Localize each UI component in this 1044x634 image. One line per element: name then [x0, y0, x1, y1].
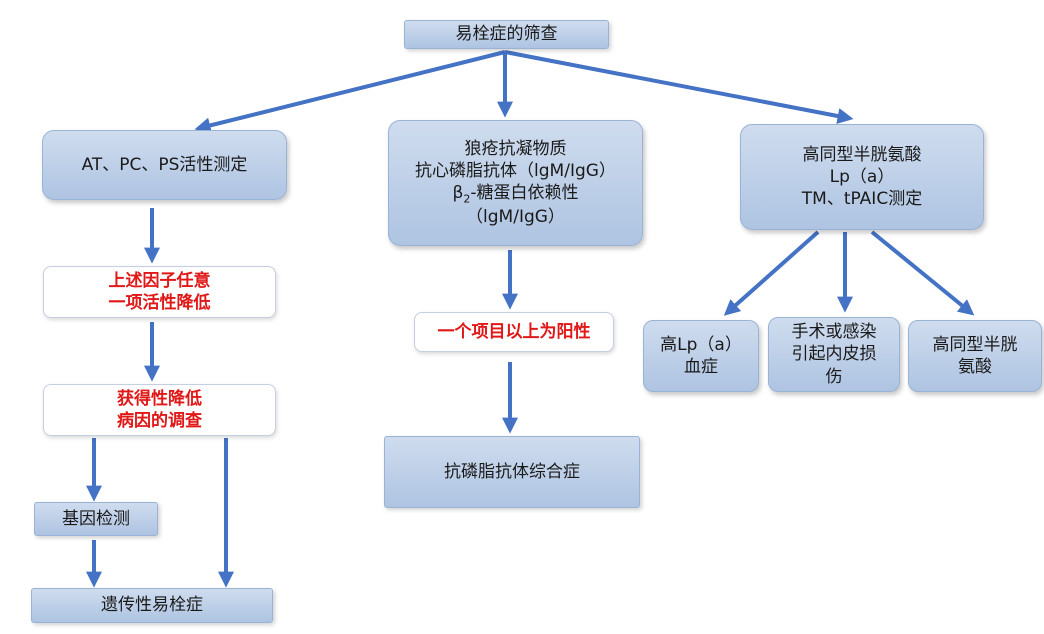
- middle-branch-line2: 抗心磷脂抗体（lgM/IgG）: [415, 160, 616, 181]
- right-branch-line2: Lp（a）: [829, 166, 895, 187]
- middle-result-box: 抗磷脂抗体综合症: [384, 436, 640, 508]
- middle-branch-line4: （lgM/IgG）: [466, 207, 565, 228]
- right-result-2-line1: 手术或感染: [791, 322, 877, 343]
- left-followup-line1: 获得性降低: [117, 388, 202, 409]
- gene-test-label: 基因检测: [62, 508, 130, 529]
- arrow-title-to-right: [504, 50, 854, 124]
- middle-branch-line3-suffix: -糖蛋白依赖性: [470, 182, 579, 203]
- middle-condition-label: 一个项目以上为阳性: [437, 321, 591, 342]
- gene-test-box: 基因检测: [34, 502, 158, 536]
- right-result-3-line1: 高同型半胱: [932, 334, 1018, 355]
- left-branch-box: AT、PC、PS活性测定: [42, 130, 287, 200]
- hereditary-label: 遗传性易栓症: [101, 595, 203, 616]
- title-box: 易栓症的筛查: [404, 20, 609, 49]
- middle-result-label: 抗磷脂抗体综合症: [444, 461, 580, 482]
- right-branch-box: 高同型半胱氨酸 Lp（a） TM、tPAIC测定: [740, 124, 984, 230]
- right-branch-line1: 高同型半胱氨酸: [802, 144, 922, 165]
- arrow-right-to-result1: [723, 230, 820, 316]
- beta-symbol: β: [452, 182, 464, 203]
- right-result-2-line3: 伤: [825, 366, 843, 387]
- right-result-2-box: 手术或感染 引起内皮损 伤: [768, 317, 900, 392]
- title-text: 易栓症的筛查: [455, 24, 558, 45]
- right-result-2-line2: 引起内皮损: [791, 344, 877, 365]
- left-followup-line2: 病因的调查: [117, 411, 202, 431]
- right-result-1-line2: 血症: [684, 357, 718, 377]
- beta-subscript: 2: [463, 192, 471, 206]
- left-condition-box: 上述因子任意 一项活性降低: [43, 266, 276, 318]
- right-result-1-line1: 高Lp（a）: [660, 334, 742, 355]
- right-result-1-box: 高Lp（a） 血症: [643, 320, 759, 392]
- middle-branch-line1: 狼疮抗凝物质: [464, 138, 567, 159]
- left-followup-box: 获得性降低 病因的调查: [43, 384, 276, 436]
- right-branch-line3: TM、tPAIC测定: [801, 189, 923, 210]
- middle-branch-box: 狼疮抗凝物质 抗心磷脂抗体（lgM/IgG） β2-糖蛋白依赖性 （lgM/Ig…: [388, 120, 643, 246]
- arrow-title-to-left: [194, 50, 506, 134]
- right-result-3-line2: 氨酸: [958, 357, 992, 377]
- middle-branch-line3: β2-糖蛋白依赖性: [453, 182, 579, 207]
- arrow-right-to-result3: [870, 230, 975, 316]
- left-condition-line1: 上述因子任意: [108, 270, 211, 291]
- right-result-3-box: 高同型半胱 氨酸: [908, 320, 1042, 392]
- hereditary-box: 遗传性易栓症: [31, 588, 273, 623]
- left-condition-line2: 一项活性降低: [108, 293, 211, 313]
- middle-condition-box: 一个项目以上为阳性: [414, 312, 614, 352]
- left-branch-label: AT、PC、PS活性测定: [81, 154, 248, 175]
